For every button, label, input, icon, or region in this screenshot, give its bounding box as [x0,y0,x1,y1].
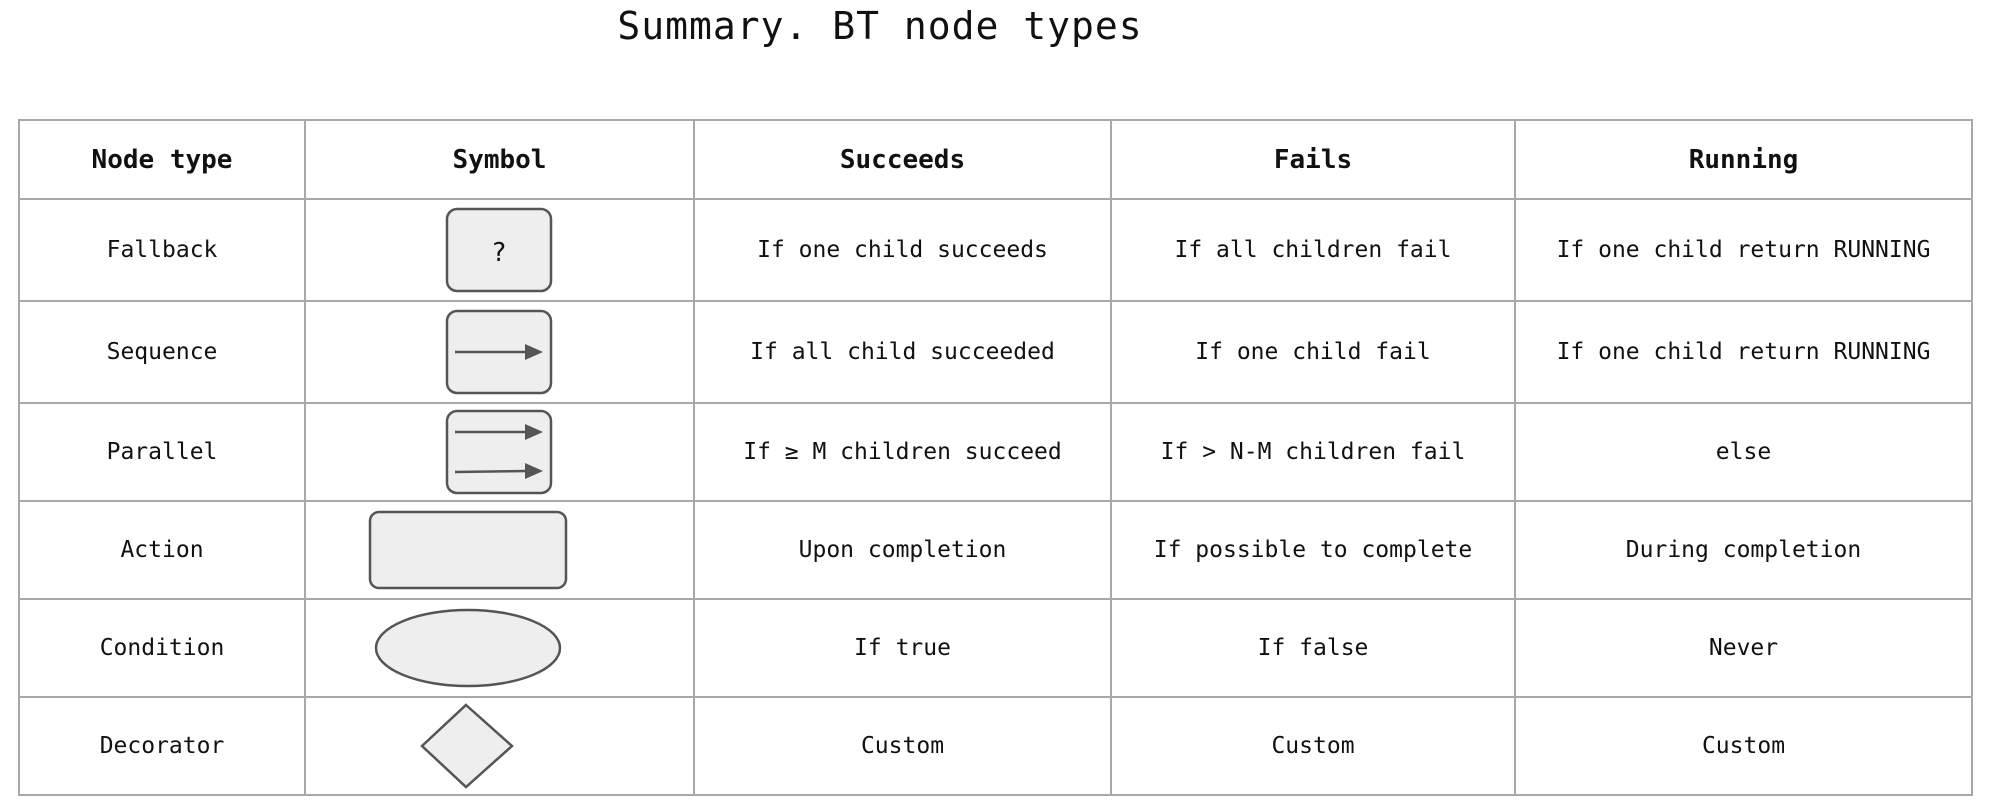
action-rectangle-icon [368,510,568,590]
running-cell: Custom [1514,696,1973,796]
symbol-cell [304,500,695,600]
table-row: Fallback ? If one child succeeds If all … [18,198,1973,302]
header-running: Running [1514,119,1973,200]
table-row: Sequence If all child succeeded If one c… [18,300,1973,404]
sequence-arrow-icon [445,309,552,395]
running-cell: else [1514,402,1973,502]
running-cell: During completion [1514,500,1973,600]
fails-cell: Custom [1110,696,1516,796]
header-row: Node type Symbol Succeeds Fails Running [18,119,1973,200]
fails-cell: If possible to complete [1110,500,1516,600]
condition-ellipse-icon [374,608,562,688]
symbol-cell [304,696,695,796]
decorator-diamond-icon [420,703,514,789]
succeeds-cell: If true [693,598,1112,698]
node-type-cell: Sequence [18,300,306,404]
header-fails: Fails [1110,119,1516,200]
symbol-cell [304,598,695,698]
header-node-type: Node type [18,119,306,200]
node-type-cell: Condition [18,598,306,698]
header-symbol: Symbol [304,119,695,200]
succeeds-cell: If all child succeeded [693,300,1112,404]
table-row: Decorator Custom Custom Custom [18,696,1973,796]
fails-cell: If > N-M children fail [1110,402,1516,502]
succeeds-cell: If one child succeeds [693,198,1112,302]
symbol-cell [304,402,695,502]
succeeds-cell: Custom [693,696,1112,796]
running-cell: If one child return RUNNING [1514,300,1973,404]
header-succeeds: Succeeds [693,119,1112,200]
parallel-double-arrow-icon [445,409,552,495]
node-type-cell: Action [18,500,306,600]
table-row: Action Upon completion If possible to co… [18,500,1973,600]
fails-cell: If all children fail [1110,198,1516,302]
running-cell: Never [1514,598,1973,698]
symbol-cell: ? [304,198,695,302]
fallback-symbol-text: ? [491,238,507,268]
bt-node-types-table: Node type Symbol Succeeds Fails Running … [18,119,1973,796]
fails-cell: If one child fail [1110,300,1516,404]
succeeds-cell: Upon completion [693,500,1112,600]
node-type-cell: Fallback [18,198,306,302]
table-row: Condition If true If false Never [18,598,1973,698]
symbol-cell [304,300,695,404]
fails-cell: If false [1110,598,1516,698]
page-title: Summary. BT node types [617,4,1143,48]
running-cell: If one child return RUNNING [1514,198,1973,302]
succeeds-cell: If ≥ M children succeed [693,402,1112,502]
fallback-question-icon: ? [445,207,552,293]
node-type-cell: Decorator [18,696,306,796]
node-type-cell: Parallel [18,402,306,502]
table-row: Parallel If ≥ M children succeed If > N-… [18,402,1973,502]
